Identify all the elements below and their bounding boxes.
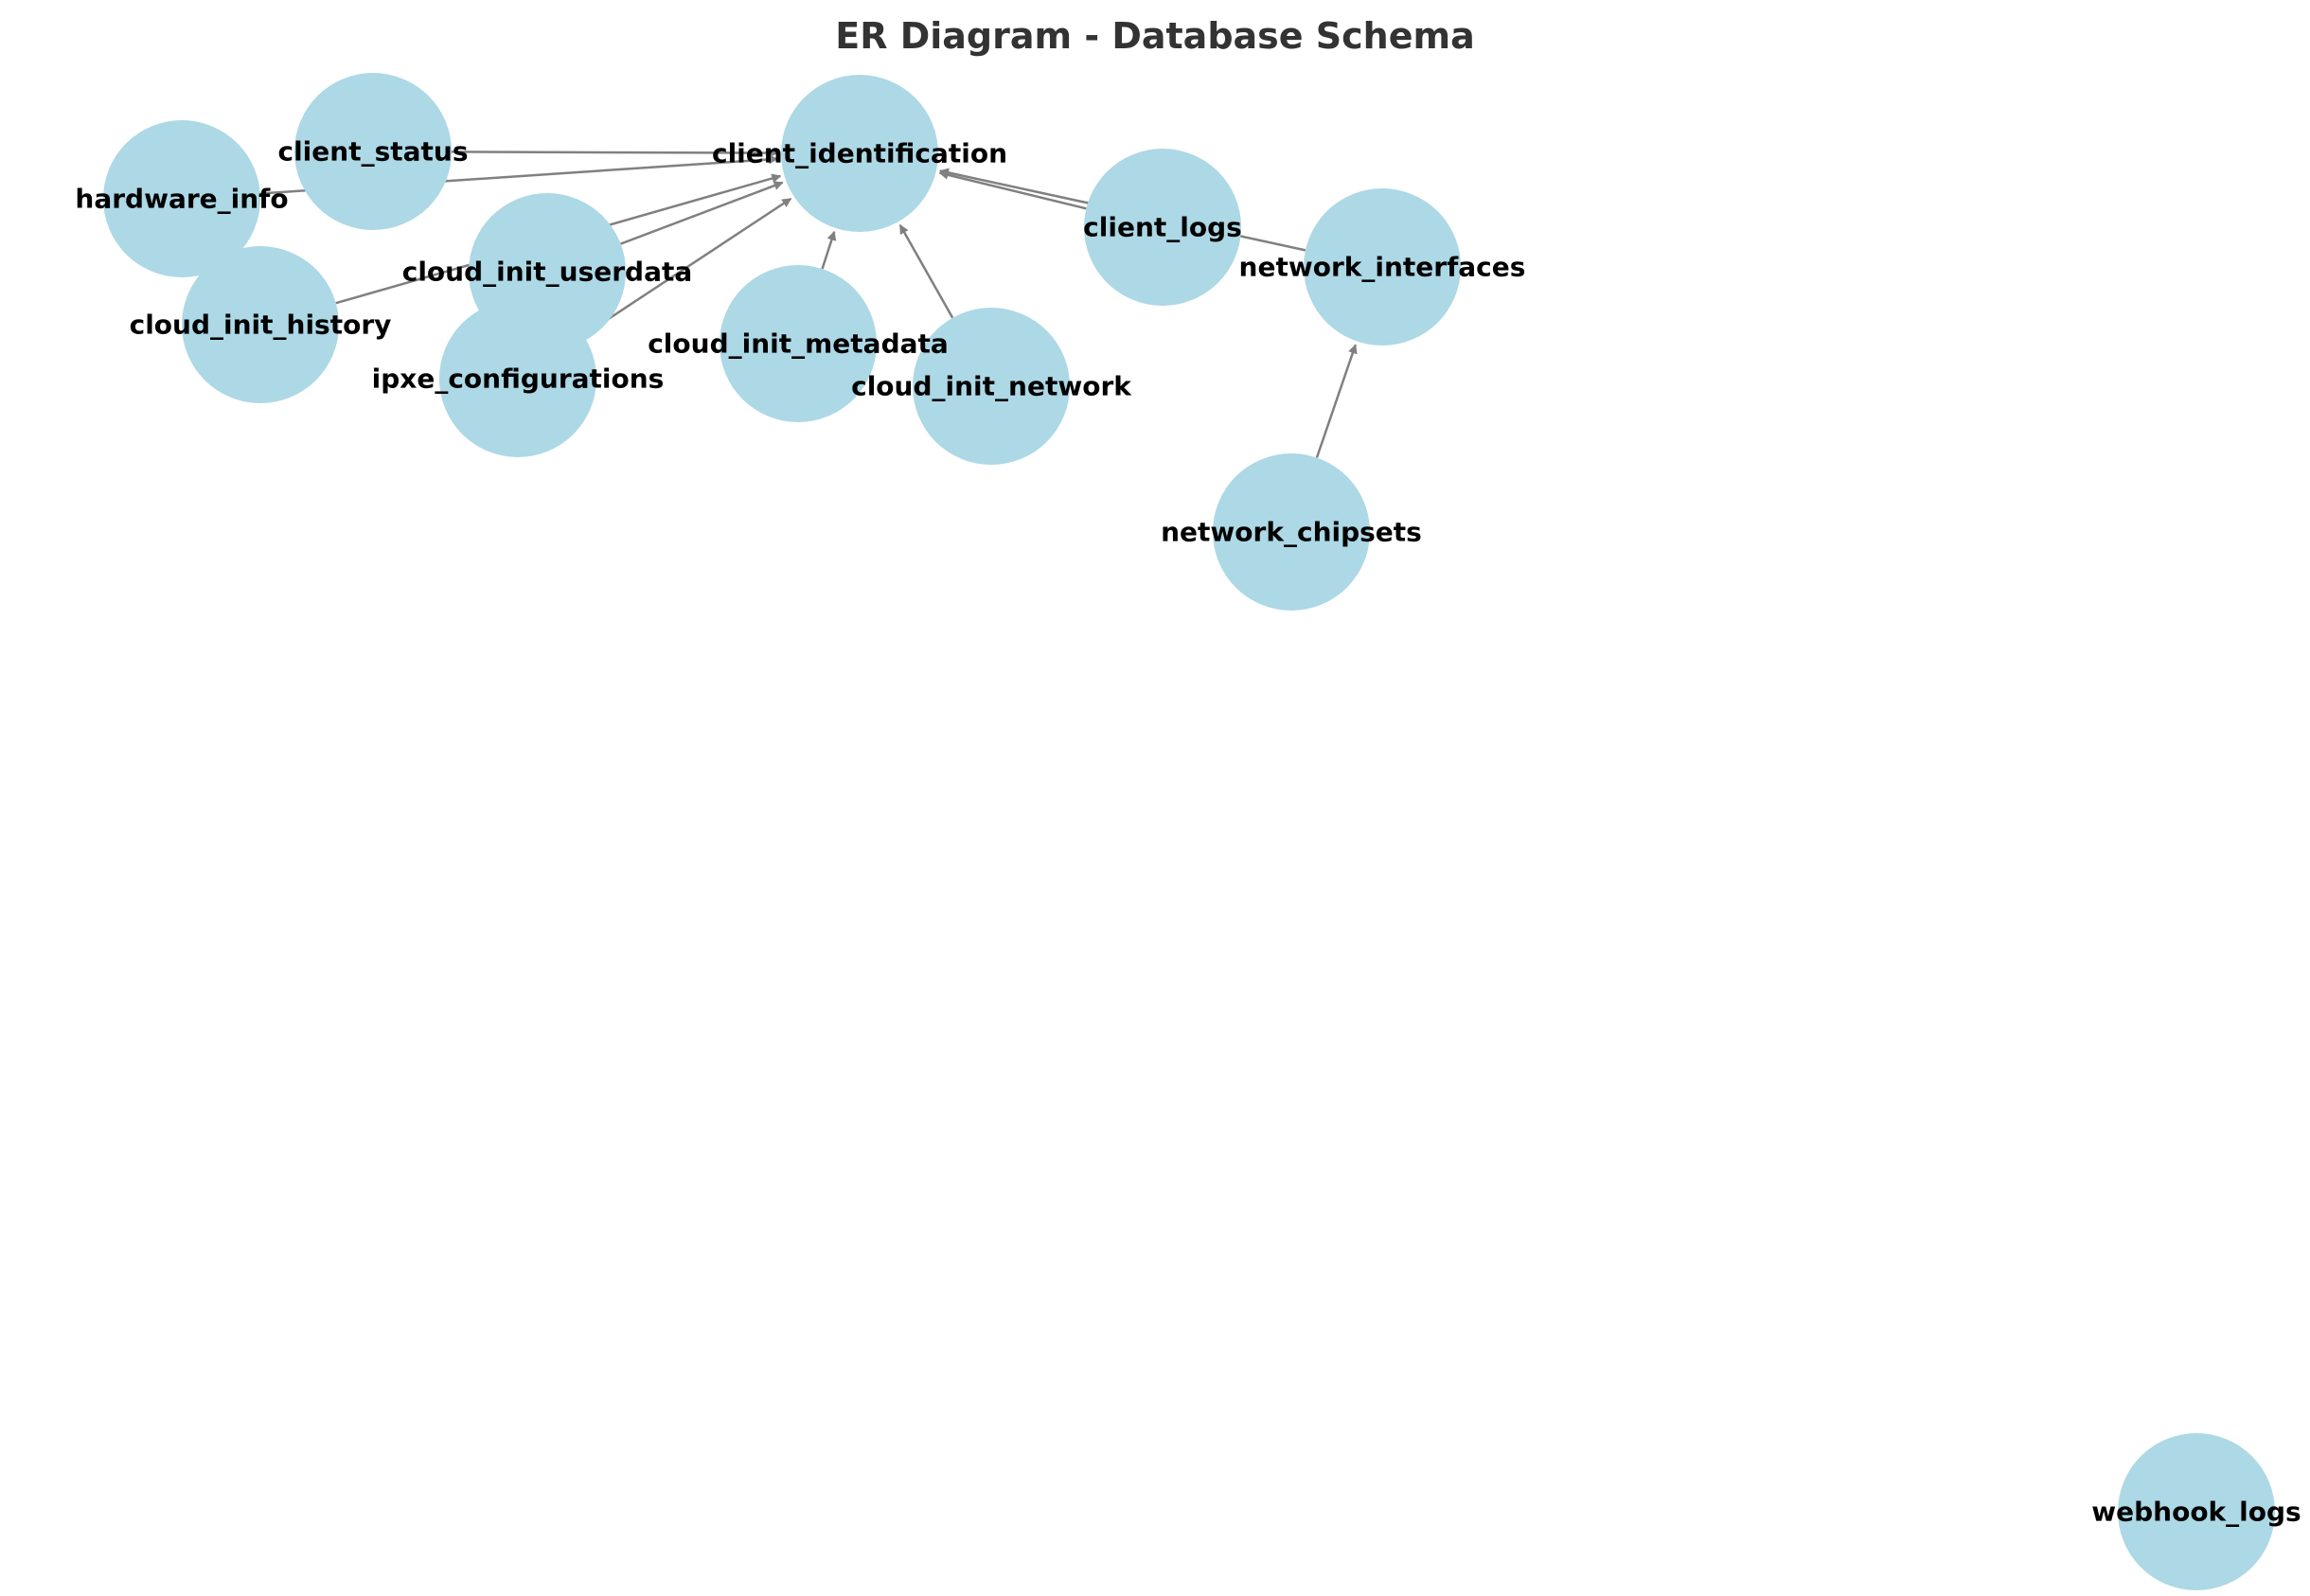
node-ipxe_configurations bbox=[439, 300, 596, 457]
node-label-client_logs: client_logs bbox=[1083, 212, 1242, 243]
edge-client_status-to-client_identification bbox=[451, 148, 779, 158]
node-label-webhook_logs: webhook_logs bbox=[2091, 1497, 2301, 1528]
node-cloud_init_metadata bbox=[720, 265, 877, 422]
node-label-hardware_info: hardware_info bbox=[75, 184, 288, 215]
node-label-client_identification: client_identification bbox=[712, 138, 1007, 169]
node-network_interfaces bbox=[1304, 188, 1461, 346]
node-label-cloud_init_history: cloud_init_history bbox=[130, 310, 392, 341]
labels-layer: client_identification client_statushardwa… bbox=[75, 136, 2301, 1528]
edge-cloud_init_userdata-to-client_identification bbox=[620, 181, 784, 245]
nodes-layer bbox=[103, 73, 2275, 1590]
node-webhook_logs bbox=[2118, 1433, 2275, 1590]
node-network_chipsets bbox=[1213, 453, 1370, 611]
node-client_identification bbox=[781, 75, 938, 232]
edge-ipxe_configurations-to-client_identification bbox=[582, 197, 792, 337]
edge-client_logs-to-client_identification bbox=[938, 169, 1087, 210]
node-label-cloud_init_userdata: cloud_init_userdata bbox=[402, 257, 693, 288]
diagram-title: ER Diagram - Database Schema bbox=[835, 15, 1475, 57]
node-label-ipxe_configurations: ipxe_configurations bbox=[372, 364, 665, 395]
node-label-client_status: client_status bbox=[277, 136, 468, 168]
node-label-network_chipsets: network_chipsets bbox=[1161, 517, 1422, 548]
node-cloud_init_network bbox=[913, 308, 1070, 465]
node-label-cloud_init_network: cloud_init_network bbox=[851, 371, 1132, 402]
node-cloud_init_history bbox=[182, 246, 339, 403]
node-client_status bbox=[294, 73, 452, 230]
node-label-network_interfaces: network_interfaces bbox=[1239, 252, 1526, 283]
node-client_logs bbox=[1084, 149, 1241, 306]
node-hardware_info bbox=[103, 120, 260, 277]
node-label-cloud_init_metadata: cloud_init_metadata bbox=[648, 328, 949, 360]
edge-network_chipsets-to-network_interfaces bbox=[1315, 344, 1358, 458]
edge-cloud_init_network-to-client_identification bbox=[898, 223, 954, 319]
edge-cloud_init_metadata-to-client_identification bbox=[821, 230, 837, 270]
